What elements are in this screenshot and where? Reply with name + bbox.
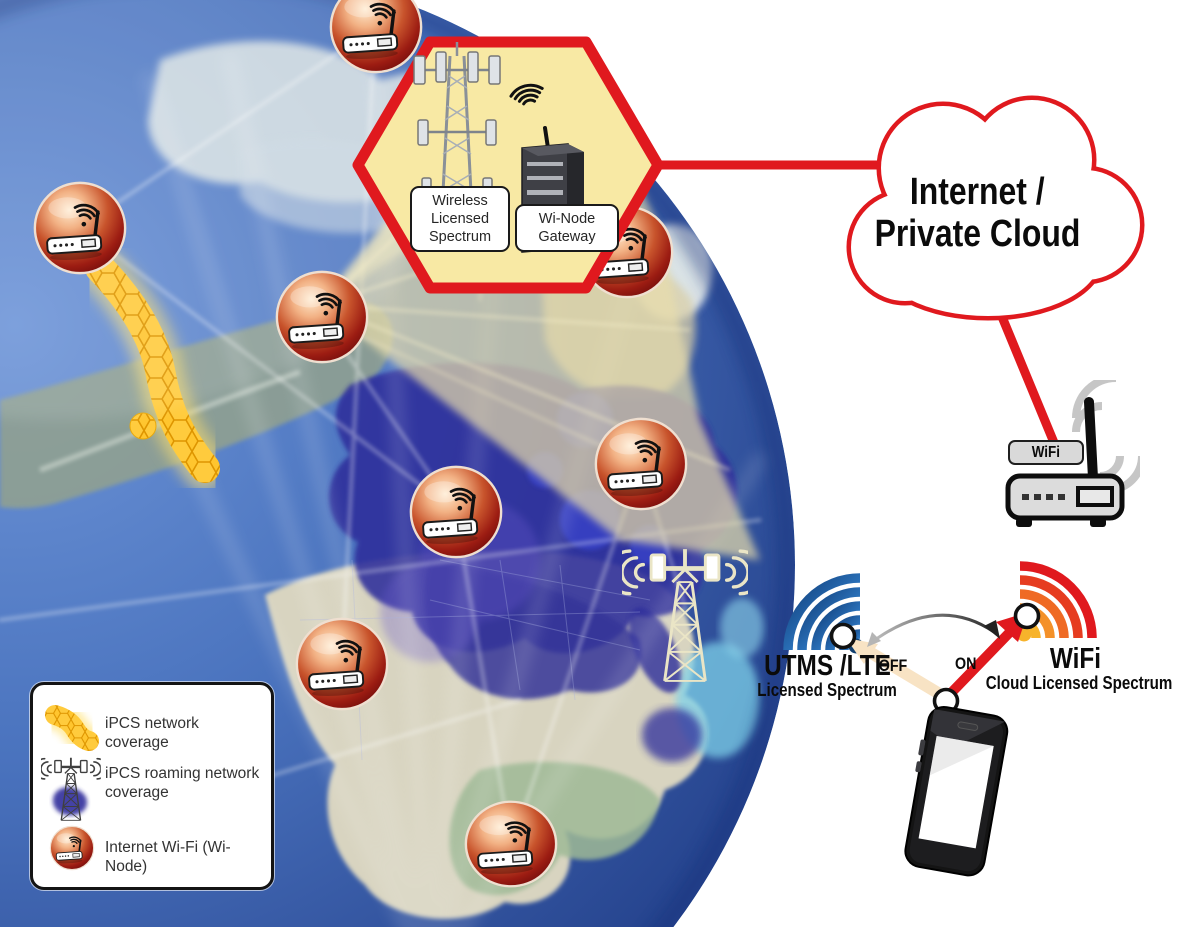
utms-node-circle bbox=[829, 622, 857, 650]
curved-switch-arrow bbox=[867, 613, 1000, 647]
hexagon-shape bbox=[352, 36, 664, 294]
wifi-spectrum-label: WiFi Cloud Licensed Spectrum bbox=[985, 643, 1173, 693]
cloud-shape bbox=[846, 95, 1145, 321]
off-label: OFF bbox=[878, 656, 908, 675]
utms-label: UTMS /LTE Licensed Spectrum bbox=[757, 650, 897, 700]
legend-box: iPCS network coverage iPCS roaming netwo… bbox=[30, 682, 274, 890]
legend-item-roaming-coverage: iPCS roaming network coverage bbox=[33, 751, 271, 821]
smartphone-icon bbox=[904, 706, 1009, 877]
wi-node-gateway-label: Wi-Node Gateway bbox=[515, 204, 619, 253]
cloud-title: Internet / Private Cloud bbox=[874, 171, 1080, 255]
wifi-node-circle bbox=[1013, 602, 1041, 630]
gateway-callout: Wireless Licensed Spectrum Wi-Node Gatew… bbox=[352, 36, 664, 294]
roaming-tower-icon bbox=[41, 756, 101, 821]
on-label: ON bbox=[955, 654, 977, 673]
wi-node-icon bbox=[49, 825, 95, 871]
wireless-spectrum-label: Wireless Licensed Spectrum bbox=[410, 186, 510, 253]
wifi-router-icon bbox=[1005, 380, 1140, 527]
legend-item-wi-node: Internet Wi-Fi (Wi-Node) bbox=[33, 823, 271, 877]
honeycomb-coverage-icon bbox=[43, 701, 99, 751]
wifi-router-label: WiFi bbox=[1008, 440, 1084, 465]
legend-item-network-coverage: iPCS network coverage bbox=[33, 697, 271, 753]
